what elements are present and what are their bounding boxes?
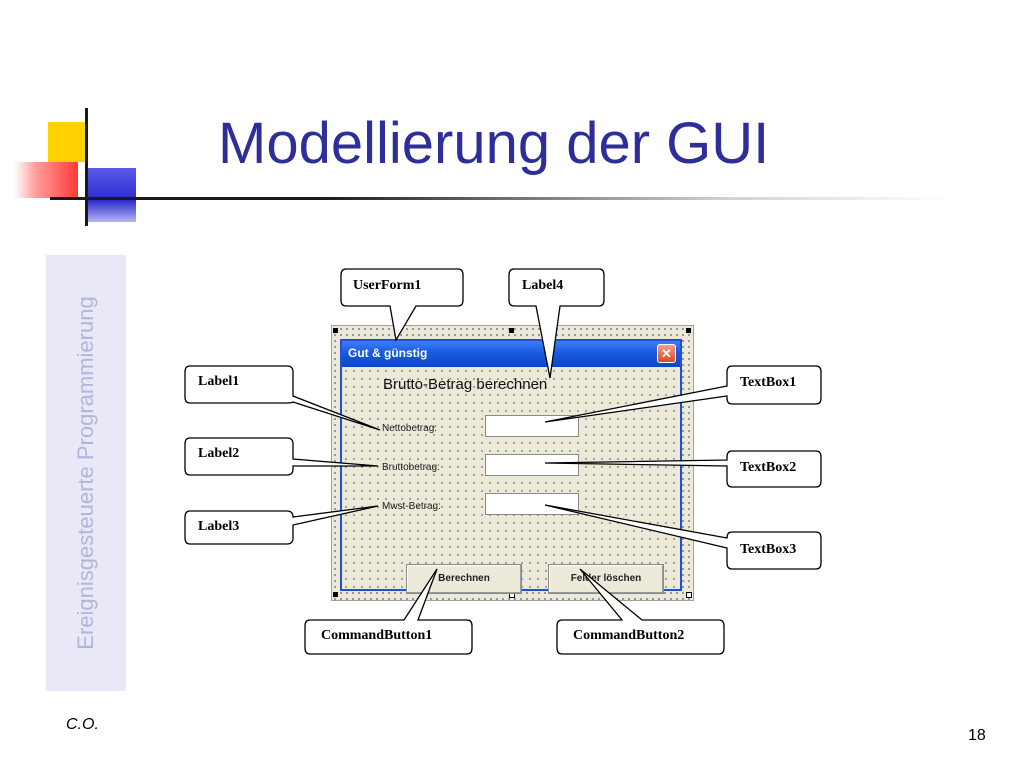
callout-label1-text: Label1 [198,374,240,389]
callout-commandbutton2 [556,568,725,655]
userform-window: Gut & günstig ✕ Brutto-Betrag berechnen … [340,339,682,594]
userform-body: Brutto-Betrag berechnen Nettobetrag: Bru… [342,367,680,594]
felder-loeschen-button[interactable]: Felder löschen [548,564,664,594]
logo-yellow-square [48,122,86,162]
callout-label3-text: Label3 [198,519,240,534]
bruttobetrag-label: Bruttobetrag: [382,462,440,473]
callout-label1 [184,365,381,431]
callout-userform-text: UserForm1 [353,278,422,293]
callout-userform [340,268,464,342]
callout-commandbutton1-text: CommandButton1 [321,628,433,643]
logo-vertical-line [85,108,88,226]
callout-label4 [508,268,605,379]
userform-titlebar: Gut & günstig ✕ [342,341,680,367]
callout-textbox2 [544,450,822,488]
footer-initials: C.O. [66,716,99,733]
mwst-betrag-input[interactable] [485,493,579,515]
callout-label4-text: Label4 [522,278,564,293]
callout-textbox3-text: TextBox3 [740,542,797,557]
callout-commandbutton2-text: CommandButton2 [573,628,685,643]
callout-label3 [184,505,379,545]
logo-red-square [14,162,78,198]
callout-textbox3 [544,504,822,570]
userform-title: Gut & günstig [348,346,428,360]
slide-title: Modellierung der GUI [218,111,770,176]
resize-handle[interactable] [686,328,691,333]
nettobetrag-label: Nettobetrag: [382,423,438,434]
resize-handle[interactable] [686,592,692,598]
mwst-betrag-label: Mwst-Betrag: [382,501,441,512]
logo-blue-square [86,168,136,222]
callout-textbox2-text: TextBox2 [740,460,797,475]
title-underline [50,197,950,200]
page-number: 18 [968,727,986,744]
callout-label2 [184,437,379,476]
bruttobetrag-input[interactable] [485,454,579,476]
callout-textbox1-text: TextBox1 [740,375,797,390]
resize-handle[interactable] [509,328,514,333]
callout-label2-text: Label2 [198,446,240,461]
resize-handle[interactable] [333,328,338,333]
resize-handle[interactable] [333,592,338,597]
heading-label: Brutto-Betrag berechnen [383,376,548,393]
close-icon[interactable]: ✕ [657,344,676,363]
callout-textbox1 [544,365,822,423]
callout-commandbutton1 [304,568,473,655]
side-band [46,255,126,691]
